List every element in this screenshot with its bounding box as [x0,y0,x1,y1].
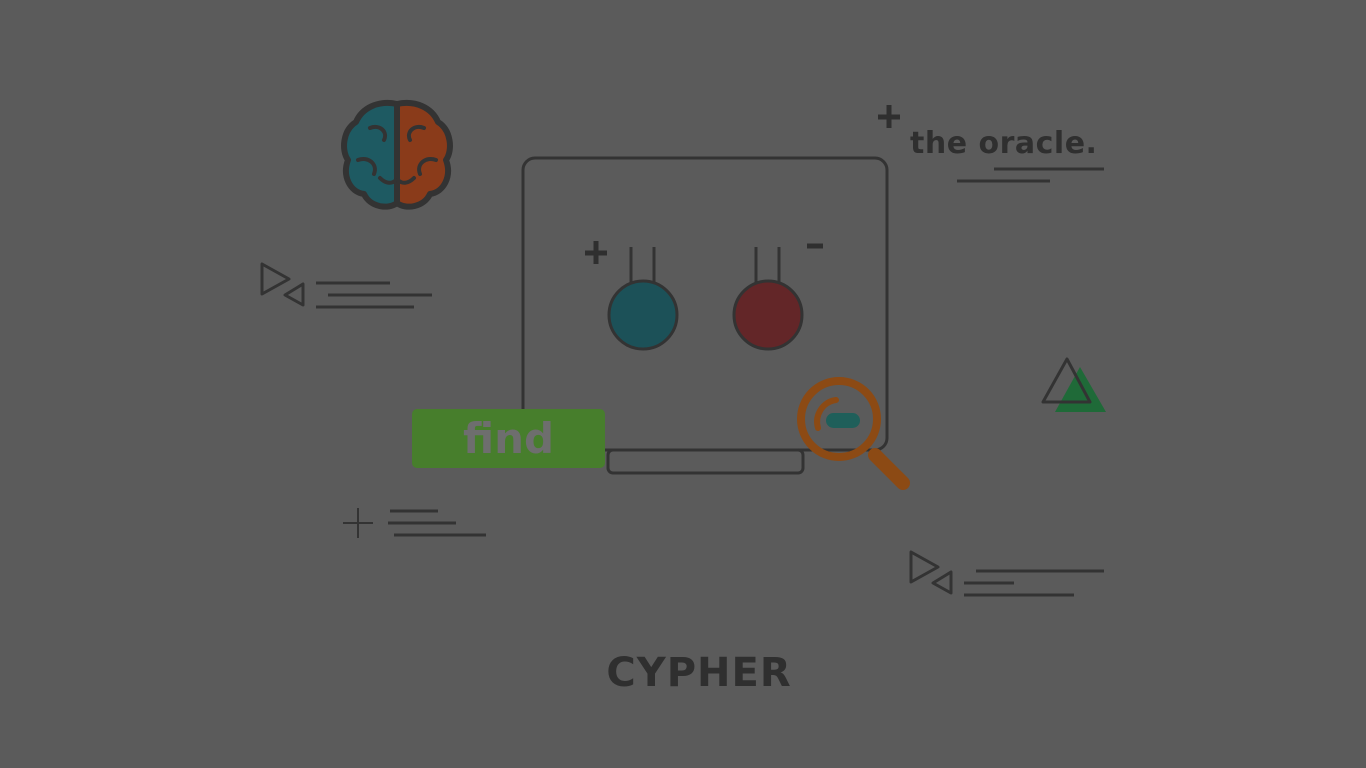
oracle-label: the oracle. [910,126,1098,161]
speed-lines-center [388,509,486,537]
triangle-icon [1041,357,1106,412]
arrowhead-icon-left [260,262,305,307]
oracle-plus-icon [878,105,900,128]
find-button[interactable]: find [412,409,605,468]
speed-lines-right [964,569,1104,597]
page-title: CYPHER [606,650,792,696]
arrowhead-icon-right [909,550,953,595]
monitor-icon [521,156,889,475]
crosshair-icon [343,508,373,538]
find-button-label: find [462,413,555,463]
flask-icon-positive [607,247,679,351]
flask-icon-negative [732,247,804,351]
speed-lines-left [316,281,432,309]
flask-plus-icon [585,241,607,264]
brain-icon [341,100,453,210]
oracle-underline [957,167,1104,183]
magnifier-icon [797,377,910,490]
